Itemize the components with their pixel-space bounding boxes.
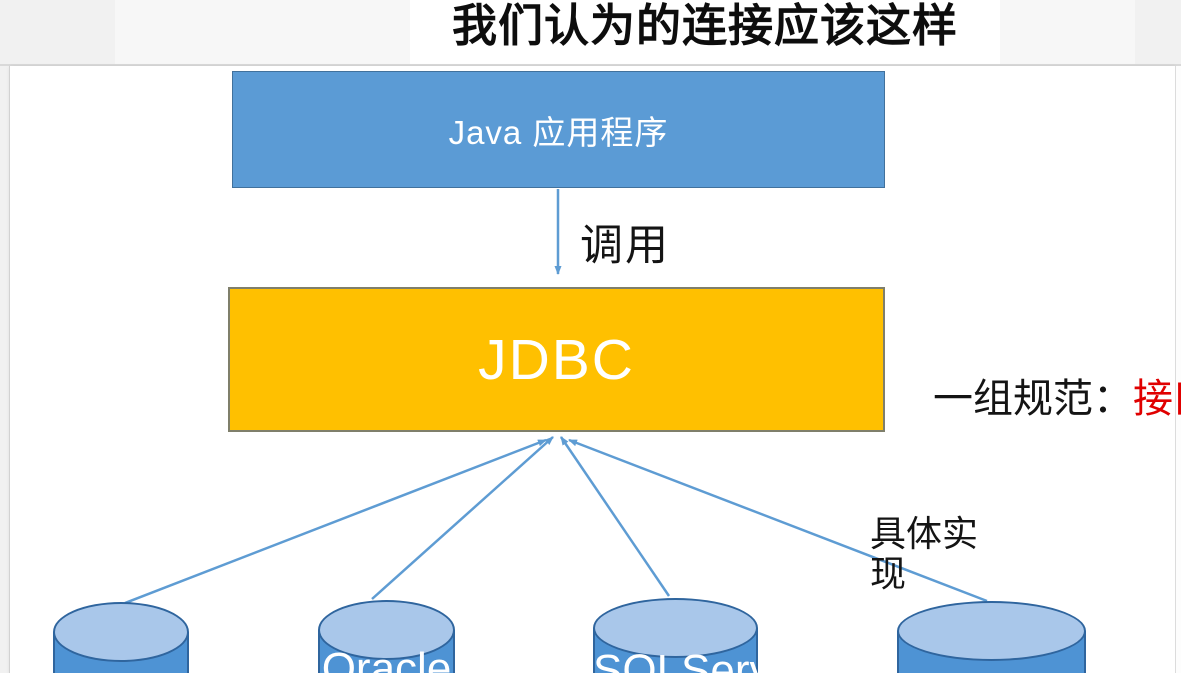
previous-page-edge: 我们认为的连接应该这样: [115, 0, 1135, 64]
spec-annotation-prefix: 一组规范：: [933, 376, 1133, 421]
viewer-gap-strip: 我们认为的连接应该这样: [0, 0, 1181, 66]
call-arrow-label: 调用: [580, 223, 670, 270]
database-cylinder-1: [53, 602, 189, 673]
slide-right-margin: [1176, 66, 1181, 673]
cylinder-top-icon: [53, 602, 189, 662]
database-cylinder-4: [897, 601, 1086, 673]
jdbc-box: JDBC: [228, 287, 885, 432]
cylinder-top-icon: [318, 600, 455, 660]
spec-annotation-highlight: 接口: [1133, 376, 1181, 421]
java-application-box: Java 应用程序: [232, 71, 885, 188]
slide-right-edge: [1175, 66, 1176, 673]
database-cylinder-oracle: Oracle: [318, 600, 455, 673]
cylinder-top-icon: [897, 601, 1086, 661]
spec-annotation: 一组规范：接口: [933, 366, 1181, 424]
impl-annotation-line2: 现: [870, 554, 907, 595]
java-application-label: Java 应用程序: [448, 113, 669, 151]
previous-slide-title: 我们认为的连接应该这样: [451, 1, 958, 51]
previous-slide-title-box: 我们认为的连接应该这样: [410, 0, 1000, 64]
database-label: SQLServer: [593, 646, 811, 673]
database-label: Oracle: [321, 644, 452, 673]
jdbc-label: JDBC: [478, 327, 635, 392]
impl-annotation-line1: 具体实: [870, 514, 979, 554]
impl-annotation: 具体实 现: [870, 514, 1000, 595]
database-cylinder-sqlserver: SQLServer: [593, 598, 811, 673]
